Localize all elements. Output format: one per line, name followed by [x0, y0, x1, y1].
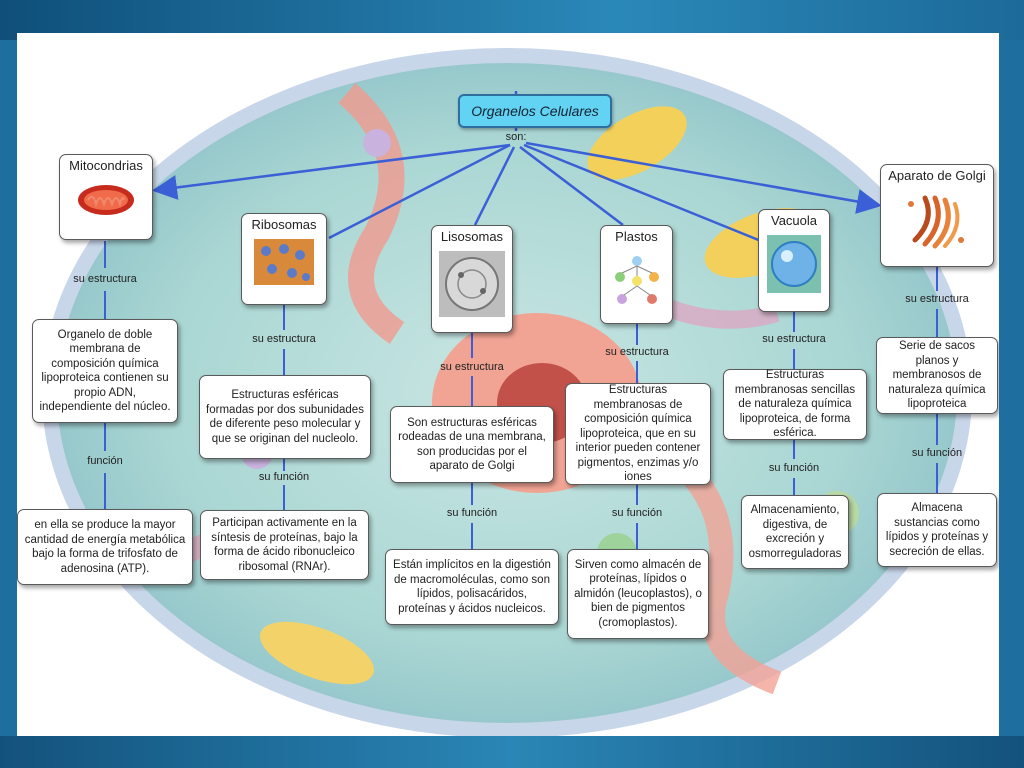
label-function-lisosomas: su función [446, 507, 498, 519]
label-structure-lisosomas: su estructura [440, 361, 504, 373]
organelle-title-ribosomas: Ribosomas [241, 213, 327, 305]
organelle-name: Aparato de Golgi [888, 168, 986, 183]
organelle-title-golgi: Aparato de Golgi [880, 164, 994, 267]
organelle-name: Ribosomas [251, 217, 317, 232]
structure-box-mitocondrias: Organelo de doble membrana de composició… [32, 319, 178, 423]
organelle-name: Mitocondrias [69, 158, 143, 173]
vacuole-icon [767, 234, 821, 293]
function-box-golgi: Almacena sustancias como lípidos y prote… [877, 493, 997, 567]
connector-lines [104, 91, 938, 549]
slide-canvas: Organelos Celulares son: Mitocondrias su… [17, 33, 999, 736]
function-box-plastos: Sirven como almacén de proteínas, lípido… [567, 549, 709, 639]
organelle-name: Vacuola [770, 213, 817, 228]
plastid-diagram-icon [614, 255, 659, 304]
label-function-ribosomas: su función [258, 471, 310, 483]
organelle-name: Plastos [615, 229, 658, 244]
ribosome-icon [254, 238, 314, 285]
organelle-title-mitocondrias: Mitocondrias [59, 154, 153, 240]
label-function-golgi: su función [911, 447, 963, 459]
structure-box-ribosomas: Estructuras esféricas formadas por dos s… [199, 375, 371, 459]
structure-box-lisosomas: Son estructuras esféricas rodeadas de un… [390, 406, 554, 483]
mitochondria-icon [78, 184, 134, 215]
golgi-apparatus-icon [908, 195, 964, 248]
structure-box-vacuola: Estructuras membranosas sencillas de nat… [723, 369, 867, 440]
label-function-plastos: su función [611, 507, 663, 519]
organelle-title-plastos: Plastos [600, 225, 673, 324]
label-structure-ribosomas: su estructura [252, 333, 316, 345]
function-box-vacuola: Almacenamiento, digestiva, de excreción … [741, 495, 849, 569]
structure-box-golgi: Serie de sacos planos y membranosos de n… [876, 337, 998, 414]
label-function-vacuola: su función [768, 462, 820, 474]
label-structure-golgi: su estructura [905, 293, 969, 305]
label-function-mitocondrias: función [87, 455, 123, 467]
organelle-title-vacuola: Vacuola [758, 209, 830, 312]
slide-bottom-band [0, 736, 1024, 768]
label-structure-plastos: su estructura [605, 346, 669, 358]
organelle-name: Lisosomas [440, 229, 504, 244]
function-box-mitocondrias: en ella se produce la mayor cantidad de … [17, 509, 193, 585]
label-structure-vacuola: su estructura [762, 333, 826, 345]
concept-map-title: Organelos Celulares [458, 94, 612, 128]
function-box-lisosomas: Están implícitos en la digestión de macr… [385, 549, 559, 625]
organelle-title-lisosomas: Lisosomas [431, 225, 513, 333]
structure-box-plastos: Estructuras membranosas de composición q… [565, 383, 711, 485]
lysosome-icon [439, 250, 505, 317]
label-structure-mitocondrias: su estructura [73, 273, 137, 285]
connector-label-son: son: [505, 131, 527, 143]
function-box-ribosomas: Participan activamente en la síntesis de… [200, 510, 369, 580]
